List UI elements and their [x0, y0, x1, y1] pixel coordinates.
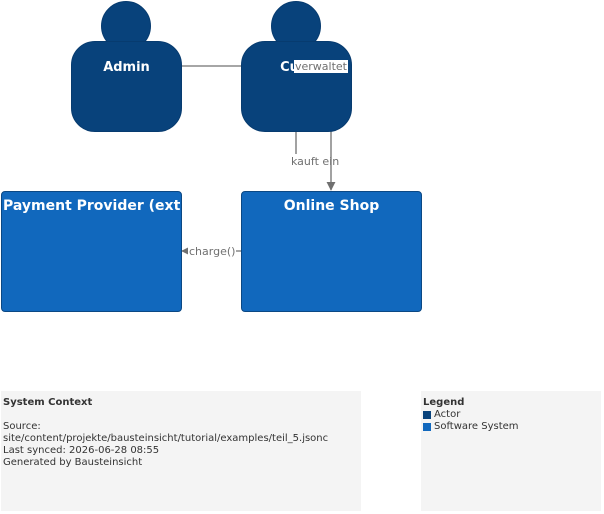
- actor-admin-body: Admin: [71, 41, 182, 132]
- legend-panel: Legend Actor Software System: [421, 391, 601, 511]
- context-generator: Generated by Bausteinsicht: [3, 457, 143, 468]
- legend-label-software-system: Software System: [434, 421, 519, 432]
- edge-label-verwaltet: verwaltet: [294, 60, 348, 73]
- legend-item-actor: Actor: [423, 409, 599, 421]
- edge-label-charge: charge(): [188, 245, 237, 258]
- legend-swatch-software-system: [423, 423, 431, 431]
- system-payment-provider[interactable]: Payment Provider (ext: [1, 191, 182, 312]
- context-title: System Context: [3, 397, 93, 408]
- context-source-path: site/content/projekte/bausteinsicht/tuto…: [3, 433, 329, 444]
- legend-swatch-actor: [423, 411, 431, 419]
- system-online-shop[interactable]: Online Shop: [241, 191, 422, 312]
- system-online-shop-label: Online Shop: [283, 198, 380, 214]
- legend-title: Legend: [423, 397, 465, 408]
- edge-label-kauft-ein: kauft ein: [291, 155, 340, 168]
- context-spacer: [3, 409, 359, 421]
- context-last-synced: Last synced: 2026-06-28 08:55: [3, 445, 160, 456]
- system-context-panel: System Context Source: site/content/proj…: [1, 391, 361, 511]
- system-payment-provider-label: Payment Provider (ext: [3, 198, 181, 214]
- context-source-label: Source:: [3, 421, 41, 432]
- legend-label-actor: Actor: [434, 409, 461, 420]
- actor-customer-body: Cust: [241, 41, 352, 132]
- actor-admin-label: Admin: [103, 60, 150, 75]
- legend-item-software-system: Software System: [423, 421, 599, 433]
